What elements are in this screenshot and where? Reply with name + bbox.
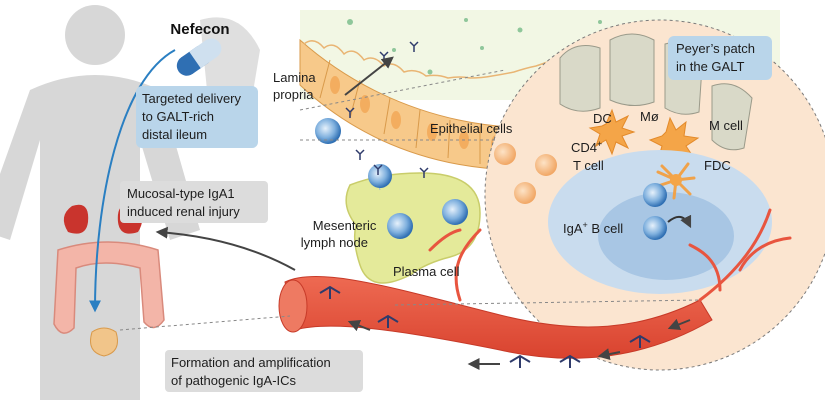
m-cell-label: M cell bbox=[709, 118, 743, 133]
blood-vessel bbox=[284, 275, 713, 359]
plasma-cell-label: Plasma cell bbox=[393, 264, 460, 279]
cd4-label: CD4+ T cell bbox=[571, 135, 606, 173]
fdc-cell bbox=[656, 162, 696, 200]
peyers-callout bbox=[668, 36, 772, 80]
flow-arrows bbox=[347, 318, 691, 370]
immune-complex-icon bbox=[319, 285, 651, 368]
epithelial-label: Epithelial cells bbox=[430, 121, 513, 136]
vessel-opening bbox=[278, 279, 308, 333]
b-cell-switch-arrow bbox=[667, 214, 692, 229]
epithelial-microvilli bbox=[303, 40, 559, 79]
connector-lines bbox=[119, 69, 701, 331]
mucosal-text: Mucosal-type IgA1 induced renal injury bbox=[127, 186, 240, 219]
migrating-cell bbox=[368, 164, 392, 188]
lamina-propria-label: Lamina propria bbox=[273, 70, 319, 102]
formation-text: Formation and amplification of pathogeni… bbox=[171, 355, 334, 388]
lamina-propria-cell bbox=[315, 118, 341, 144]
dc-label: DC bbox=[593, 111, 612, 126]
mucosal-callout bbox=[120, 181, 268, 223]
iga-b-cell bbox=[643, 216, 667, 240]
renal-arrow bbox=[155, 226, 296, 271]
capsule-icon bbox=[176, 38, 222, 76]
antibody-icon bbox=[345, 41, 429, 178]
germinal-center-core bbox=[598, 192, 734, 280]
bladder-icon bbox=[90, 327, 118, 357]
delivery-callout bbox=[136, 86, 258, 148]
mesenteric-label: Mesenteric lymph node bbox=[301, 218, 380, 250]
iga-b-cell-label: IgA+ B cell bbox=[563, 220, 623, 236]
lamina-arrow bbox=[344, 56, 394, 96]
peyers-text: Peyer’s patch in the GALT bbox=[676, 41, 759, 74]
delivery-text: Targeted delivery to GALT-rich distal il… bbox=[142, 91, 245, 142]
macrophage-label: Mø bbox=[640, 109, 659, 124]
delivery-arrow bbox=[89, 49, 176, 313]
drug-name: Nefecon bbox=[170, 21, 229, 38]
plasma-cell bbox=[387, 213, 413, 239]
fdc-label: FDC bbox=[704, 158, 731, 173]
b-cell-naive bbox=[643, 183, 667, 207]
dendritic-cell bbox=[588, 108, 636, 156]
vessel-branches bbox=[428, 208, 792, 302]
colon-icon bbox=[53, 241, 165, 334]
node-b-cell bbox=[442, 199, 468, 225]
formation-callout bbox=[165, 350, 363, 392]
